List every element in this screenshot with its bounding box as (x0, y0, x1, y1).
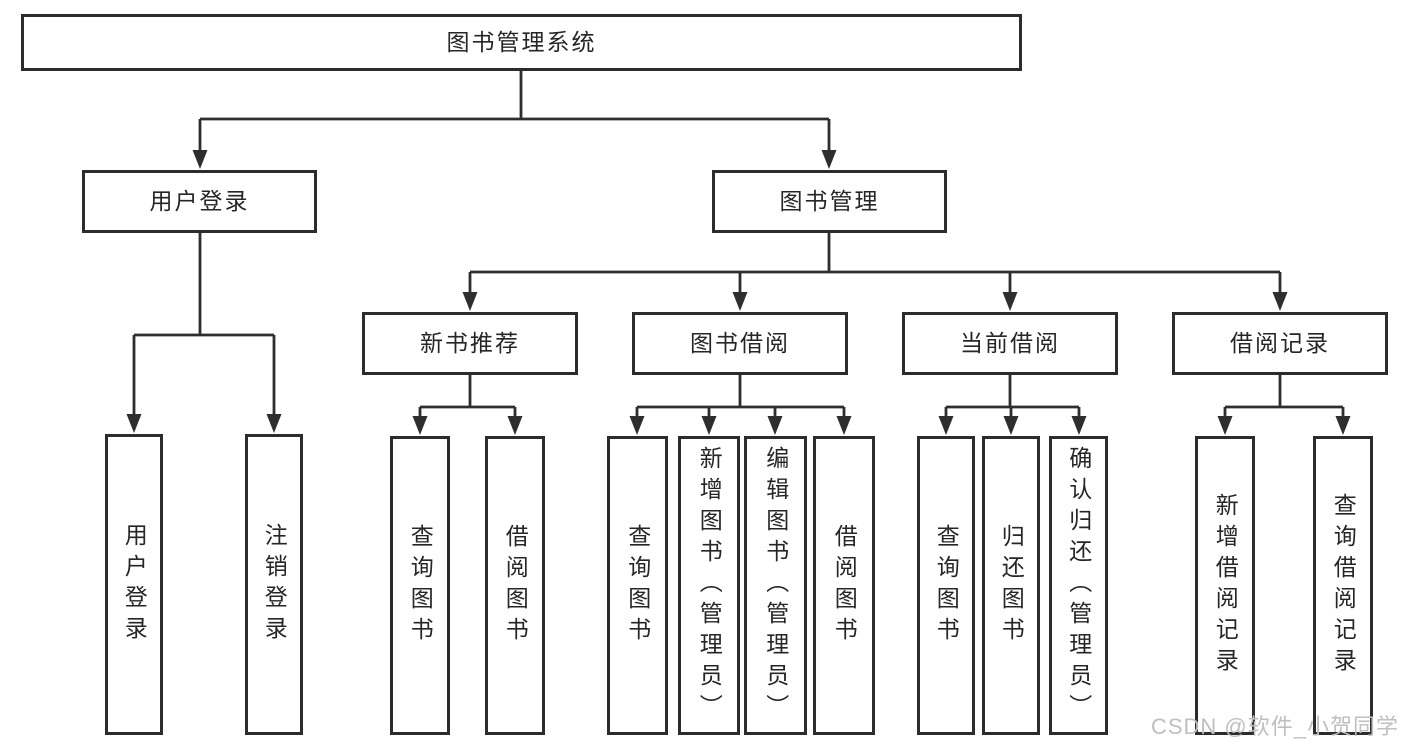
node-leaf-query-borrow-record: 查询借阅记录 (1313, 436, 1373, 735)
node-leaf-query-books-1: 查询图书 (390, 436, 450, 735)
arrowhead-icon (629, 416, 645, 435)
arrowhead-icon (126, 414, 142, 433)
arrowhead-icon (836, 416, 852, 435)
node-label: 新书推荐 (420, 329, 520, 356)
node-leaf-query-books-3: 查询图书 (917, 436, 975, 735)
node-new-book-recommend: 新书推荐 (362, 312, 578, 375)
node-leaf-borrow-books-2: 借阅图书 (813, 436, 875, 735)
node-user-login-group: 用户登录 (82, 170, 317, 233)
node-leaf-return-books: 归还图书 (982, 436, 1040, 735)
node-label: 借阅图书 (502, 523, 529, 648)
node-label: 借阅图书 (831, 523, 858, 648)
arrowhead-icon (701, 416, 717, 435)
node-book-borrowing: 图书借阅 (632, 312, 848, 375)
node-label: 编辑图书（管理员） (762, 446, 789, 725)
node-label: 图书借阅 (690, 329, 790, 356)
arrowhead-icon (1335, 416, 1351, 435)
node-label: 查询图书 (624, 523, 651, 648)
arrowhead-icon (412, 416, 428, 435)
node-label: 用户登录 (121, 522, 148, 647)
arrowhead-icon (732, 292, 748, 311)
arrowhead-icon (767, 416, 783, 435)
node-current-borrowing: 当前借阅 (902, 312, 1118, 375)
arrowhead-icon (1003, 416, 1019, 435)
arrowhead-icon (821, 150, 837, 169)
node-label: 当前借阅 (960, 329, 1060, 356)
node-label: 新增借阅记录 (1212, 492, 1239, 679)
node-leaf-logout: 注销登录 (245, 434, 303, 735)
node-label: 图书管理 (779, 187, 880, 214)
arrowhead-icon (1071, 416, 1087, 435)
node-label: 图书管理系统 (446, 28, 597, 55)
node-label: 查询图书 (933, 523, 960, 648)
node-leaf-add-borrow-record: 新增借阅记录 (1195, 436, 1255, 735)
node-leaf-add-books-admin: 新增图书（管理员） (678, 436, 740, 735)
node-label: 新增图书（管理员） (696, 446, 723, 725)
arrowhead-icon (192, 150, 208, 169)
arrowhead-icon (1272, 292, 1288, 311)
node-label: 注销登录 (261, 522, 288, 647)
node-leaf-confirm-return: 确认归还（管理员） (1049, 436, 1108, 735)
node-label: 用户登录 (149, 187, 250, 214)
node-leaf-borrow-books-1: 借阅图书 (485, 436, 545, 735)
node-label: 查询图书 (407, 523, 434, 648)
arrowhead-icon (1217, 416, 1233, 435)
node-borrowing-records: 借阅记录 (1172, 312, 1388, 375)
arrowhead-icon (938, 416, 954, 435)
arrowhead-icon (1002, 292, 1018, 311)
node-leaf-edit-books-admin: 编辑图书（管理员） (744, 436, 807, 735)
arrowhead-icon (507, 416, 523, 435)
node-label: 借阅记录 (1230, 329, 1330, 356)
arrowhead-icon (266, 414, 282, 433)
node-root: 图书管理系统 (21, 14, 1022, 71)
csdn-watermark: CSDN @软件_小贺同学 (1150, 714, 1399, 739)
node-label: 确认归还（管理员） (1065, 446, 1092, 725)
node-leaf-user-login: 用户登录 (105, 434, 163, 735)
node-leaf-query-books-2: 查询图书 (607, 436, 668, 735)
arrowhead-icon (462, 292, 478, 311)
node-label: 查询借阅记录 (1330, 492, 1357, 679)
node-book-management: 图书管理 (712, 170, 947, 233)
node-label: 归还图书 (998, 523, 1025, 648)
